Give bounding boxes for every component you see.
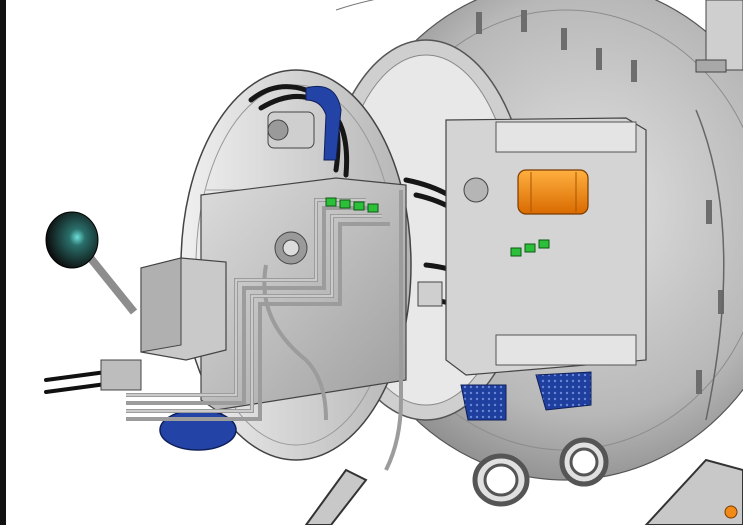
orange-indicator — [724, 505, 738, 519]
top-motor — [267, 111, 315, 149]
top-right-bracket — [695, 0, 743, 73]
joystick — [45, 211, 138, 315]
orange-actuator — [463, 169, 589, 215]
butterfly-valves — [472, 437, 609, 507]
green-fittings — [325, 197, 550, 257]
bottom-frame — [304, 458, 743, 525]
control-levers — [44, 370, 108, 394]
blue-feet — [460, 371, 592, 421]
pressure-block — [417, 281, 443, 307]
valve-housing — [140, 257, 227, 361]
blue-wheel — [159, 409, 237, 451]
joystick-knob — [45, 211, 99, 269]
assembly-illustration — [44, 0, 743, 525]
blue-bracket — [305, 85, 342, 161]
